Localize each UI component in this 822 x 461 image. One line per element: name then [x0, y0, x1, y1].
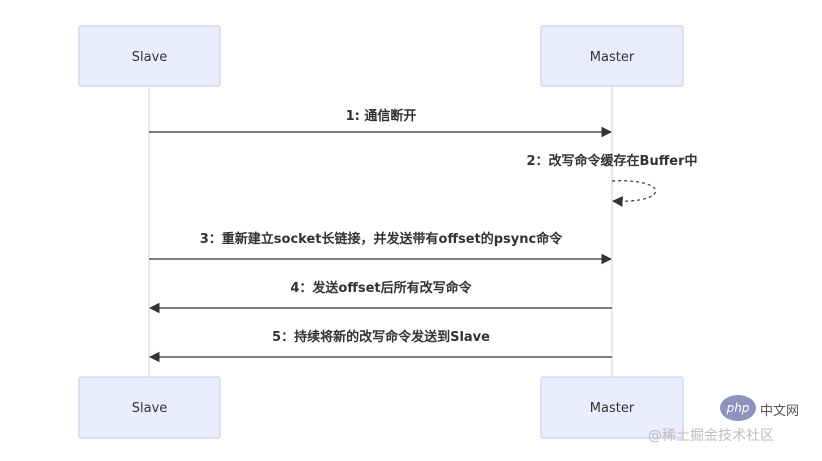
message-5-label: 5：持续将新的改写命令发送到Slave: [272, 329, 490, 345]
actor-master-bottom-label: Master: [590, 401, 635, 416]
actor-slave-top-label: Slave: [132, 50, 168, 65]
actor-slave-bottom-label: Slave: [132, 401, 168, 416]
php-site-label: 中文网: [760, 404, 800, 419]
message-1-label: 1: 通信断开: [346, 108, 417, 124]
message-4-label: 4：发送offset后所有改写命令: [290, 280, 472, 296]
actor-master-top: Master: [540, 25, 684, 87]
watermark-text: @稀土掘金技术社区: [648, 428, 774, 444]
message-2-label: 2：改写命令缓存在Buffer中: [527, 153, 698, 169]
php-logo: php: [720, 395, 756, 421]
actor-master-top-label: Master: [590, 50, 635, 65]
actor-slave-top: Slave: [78, 25, 221, 87]
actor-slave-bottom: Slave: [78, 376, 221, 439]
message-2-self-arrow: [611, 180, 657, 207]
message-3-label: 3：重新建立socket长链接，并发送带有offset的psync命令: [200, 231, 563, 247]
actor-master-bottom: Master: [540, 376, 684, 439]
